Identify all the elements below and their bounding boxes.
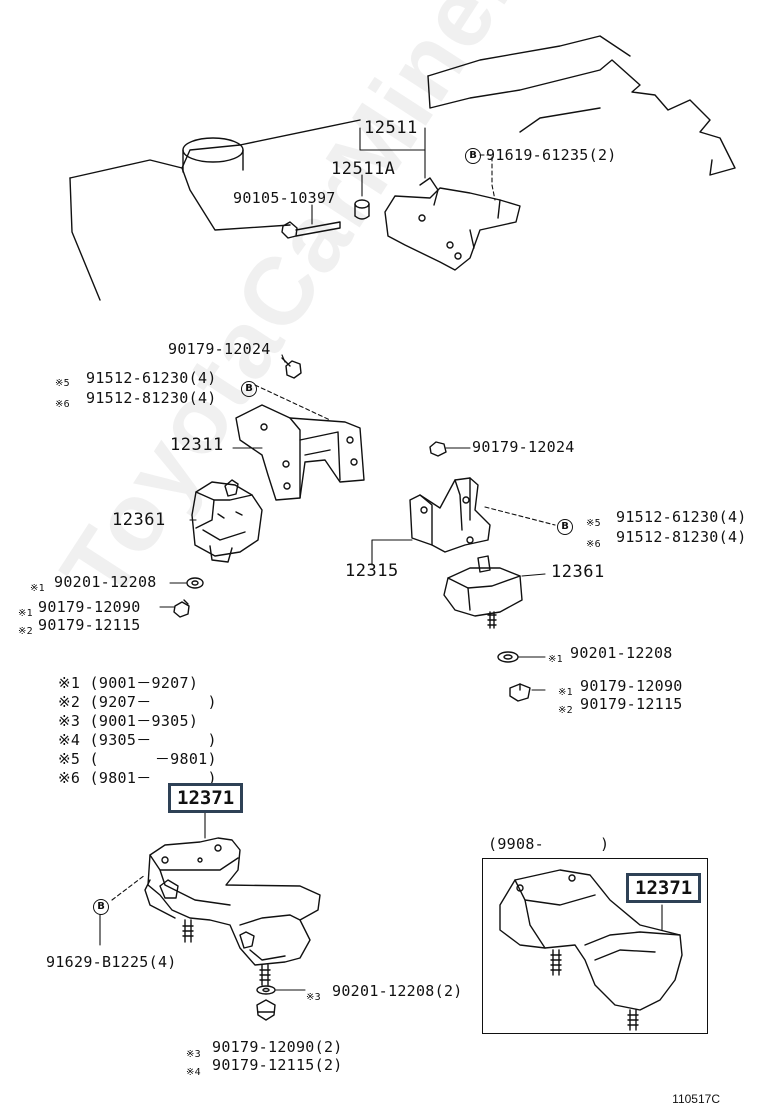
- bracket-12511: [384, 177, 521, 271]
- legend-row: ※6 (9801－ ): [58, 770, 217, 787]
- note-4: ※4: [186, 1067, 201, 1078]
- label-91512-61230-right: 91512-61230(4): [616, 508, 747, 526]
- legend-row: ※5 ( －9801): [58, 751, 217, 768]
- label-12371-highlighted[interactable]: 12371: [168, 783, 244, 813]
- label-90179-12090-left: 90179-12090: [38, 598, 141, 616]
- label-12361-left: 12361: [112, 510, 166, 530]
- washer-90201-bottom: [256, 985, 306, 995]
- note-6-right: ※6: [586, 539, 601, 550]
- insulator-12361-left: [189, 479, 263, 563]
- mount-12371-main: [99, 811, 321, 986]
- note-1: ※1: [18, 608, 33, 619]
- note-6-left: ※6: [55, 399, 70, 410]
- label-12511a: 12511A: [331, 159, 396, 179]
- label-91629-b1225: 91629-B1225(4): [46, 953, 177, 971]
- legend-mark: ※4: [58, 731, 81, 749]
- bracket-12315: [371, 477, 556, 566]
- legend-mark: ※5: [58, 750, 81, 768]
- legend-range: (9001－9305): [89, 712, 199, 730]
- label-91619-61235: 91619-61235(2): [486, 146, 617, 164]
- label-90179-12024-top: 90179-12024: [168, 340, 271, 358]
- leader-lines-top: [311, 127, 496, 225]
- bolt-symbol-icon: B: [241, 381, 257, 397]
- label-90105-10397: 90105-10397: [233, 189, 336, 207]
- legend-range: (9801－ ): [89, 769, 217, 787]
- label-90179-12024-mid: 90179-12024: [472, 438, 575, 456]
- washer-90201-right: [497, 651, 519, 663]
- bolt-symbol-icon: B: [557, 519, 573, 535]
- legend-mark: ※6: [58, 769, 81, 787]
- bolt-90105: [281, 221, 341, 239]
- legend-mark: ※2: [58, 693, 81, 711]
- inset-range: (9908- ): [488, 835, 610, 853]
- bolt-symbol-icon: B: [465, 148, 481, 164]
- label-12361-right: 12361: [551, 562, 605, 582]
- figure-code: 110517C: [672, 1092, 720, 1106]
- note-5-left: ※5: [55, 378, 70, 389]
- note-1: ※1: [548, 654, 563, 665]
- label-91512-81230-left: 91512-81230(4): [86, 389, 217, 407]
- label-12315: 12315: [345, 561, 399, 581]
- legend-row: ※4 (9305－ ): [58, 732, 217, 749]
- nut-90179-right: [509, 683, 531, 702]
- nut-90179-mid: [429, 441, 447, 457]
- label-91512-81230-right: 91512-81230(4): [616, 528, 747, 546]
- note-2: ※2: [18, 626, 33, 637]
- legend-range: (9207－ ): [89, 693, 217, 711]
- label-90201-12208-left: 90201-12208: [54, 573, 157, 591]
- note-5-right: ※5: [586, 518, 601, 529]
- legend-mark: ※3: [58, 712, 81, 730]
- inset-frame: [482, 858, 708, 1034]
- label-90179-12090-bottom: 90179-12090(2): [212, 1038, 343, 1056]
- note-1: ※1: [558, 687, 573, 698]
- mount-12371-inset: [499, 869, 683, 1031]
- bracket-12311: [232, 384, 365, 501]
- washer-90201-left: [186, 577, 204, 589]
- label-90179-12115-bottom: 90179-12115(2): [212, 1056, 343, 1074]
- note-3: ※3: [306, 992, 321, 1003]
- note-1: ※1: [30, 583, 45, 594]
- label-90201-12208-right: 90201-12208: [570, 644, 673, 662]
- label-90179-12090-right: 90179-12090: [580, 677, 683, 695]
- collar-12511a: [354, 199, 370, 220]
- label-12371-inset-highlighted[interactable]: 12371: [626, 873, 702, 903]
- label-90201-12208-bottom: 90201-12208(2): [332, 982, 463, 1000]
- label-12311: 12311: [170, 435, 224, 455]
- nut-90179-bottom: [256, 999, 276, 1021]
- legend-mark: ※1: [58, 674, 81, 692]
- insulator-12361-right: [443, 555, 546, 629]
- note-2: ※2: [558, 705, 573, 716]
- engine-outline: [69, 35, 736, 301]
- legend-row: ※1 (9001－9207): [58, 675, 217, 692]
- note-3: ※3: [186, 1049, 201, 1060]
- label-12511: 12511: [364, 118, 418, 138]
- label-90179-12115-left: 90179-12115: [38, 616, 141, 634]
- legend-row: ※2 (9207－ ): [58, 694, 217, 711]
- label-90179-12115-right: 90179-12115: [580, 695, 683, 713]
- label-91512-61230-left: 91512-61230(4): [86, 369, 217, 387]
- legend-range: (9305－ ): [89, 731, 217, 749]
- applicability-legend: ※1 (9001－9207) ※2 (9207－ ) ※3 (9001－9305…: [58, 675, 217, 787]
- legend-row: ※3 (9001－9305): [58, 713, 217, 730]
- leader-lines-mid: [159, 354, 546, 691]
- legend-range: ( －9801): [89, 750, 217, 768]
- nut-90179-left: [173, 599, 190, 618]
- legend-range: (9001－9207): [89, 674, 199, 692]
- bolt-symbol-icon: B: [93, 899, 109, 915]
